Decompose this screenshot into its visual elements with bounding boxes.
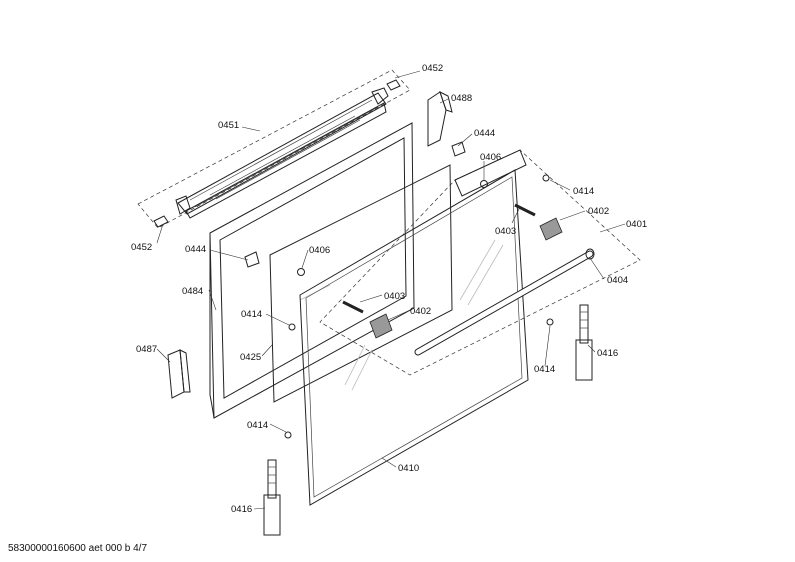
callout-labels: 0452 0451 0488 0444 0406 0414 0402 0401 … [131, 63, 647, 515]
callout-0425: 0425 [240, 352, 261, 363]
callout-0402-bottom: 0402 [410, 306, 431, 317]
door-handle-bar-part [414, 248, 595, 356]
clip-0444-lower-part [244, 251, 260, 268]
handle-pin-lower-part [342, 300, 364, 314]
hinge-left-part [263, 459, 281, 536]
spacer-0406-b-part [297, 268, 305, 276]
callout-0406-top: 0406 [480, 152, 501, 163]
screw-0414-b-part [288, 323, 296, 331]
glass-frame-assembly-part [319, 149, 641, 376]
callout-0414-bottom: 0414 [247, 420, 268, 431]
screw-0414-a-part [542, 174, 550, 182]
top-side-bracket-part [427, 91, 453, 147]
lower-side-bracket-part [167, 349, 191, 399]
callout-0402-top: 0402 [588, 206, 609, 217]
outer-glass-panel-part [299, 169, 529, 506]
callout-0416-right: 0416 [597, 348, 618, 359]
callout-0452-top: 0452 [422, 63, 443, 74]
callout-0452-bottom: 0452 [131, 242, 152, 253]
handle-support-upper-part [539, 217, 563, 241]
hinge-right-part [575, 304, 593, 381]
clip-0444-upper-part [451, 141, 466, 157]
callout-0444-top: 0444 [474, 128, 495, 139]
inner-door-frame-part [209, 122, 415, 419]
callout-0404: 0404 [607, 275, 628, 286]
end-cap-right-part [386, 79, 401, 91]
screw-0414-d-part [284, 431, 292, 439]
callout-0487: 0487 [136, 344, 157, 355]
callout-0484: 0484 [182, 286, 203, 297]
spacer-0406-a-part [480, 180, 488, 188]
callout-0451: 0451 [218, 120, 239, 131]
handle-pin-upper-part [514, 203, 536, 217]
handle-support-lower-part [369, 313, 393, 339]
callout-0410: 0410 [398, 463, 419, 474]
callout-0414-top-right: 0414 [573, 186, 594, 197]
callout-0414-left: 0414 [241, 309, 262, 320]
document-code: 58300000160600 aet 000 b 4/7 [8, 543, 147, 554]
callout-0414-right: 0414 [534, 364, 555, 375]
intermediate-glass-part [269, 164, 453, 403]
end-cap-left-part [153, 215, 169, 228]
handle-trim-strip-part [137, 69, 411, 229]
callout-0444-bottom: 0444 [185, 244, 206, 255]
callout-0406-bottom: 0406 [309, 245, 330, 256]
leader-lines [156, 70, 626, 510]
callout-0401: 0401 [626, 219, 647, 230]
callout-0403-bottom: 0403 [384, 291, 405, 302]
screw-0414-c-part [546, 318, 554, 326]
callout-0416-left: 0416 [231, 504, 252, 515]
callout-0403-top: 0403 [495, 226, 516, 237]
callout-0488: 0488 [451, 93, 472, 104]
